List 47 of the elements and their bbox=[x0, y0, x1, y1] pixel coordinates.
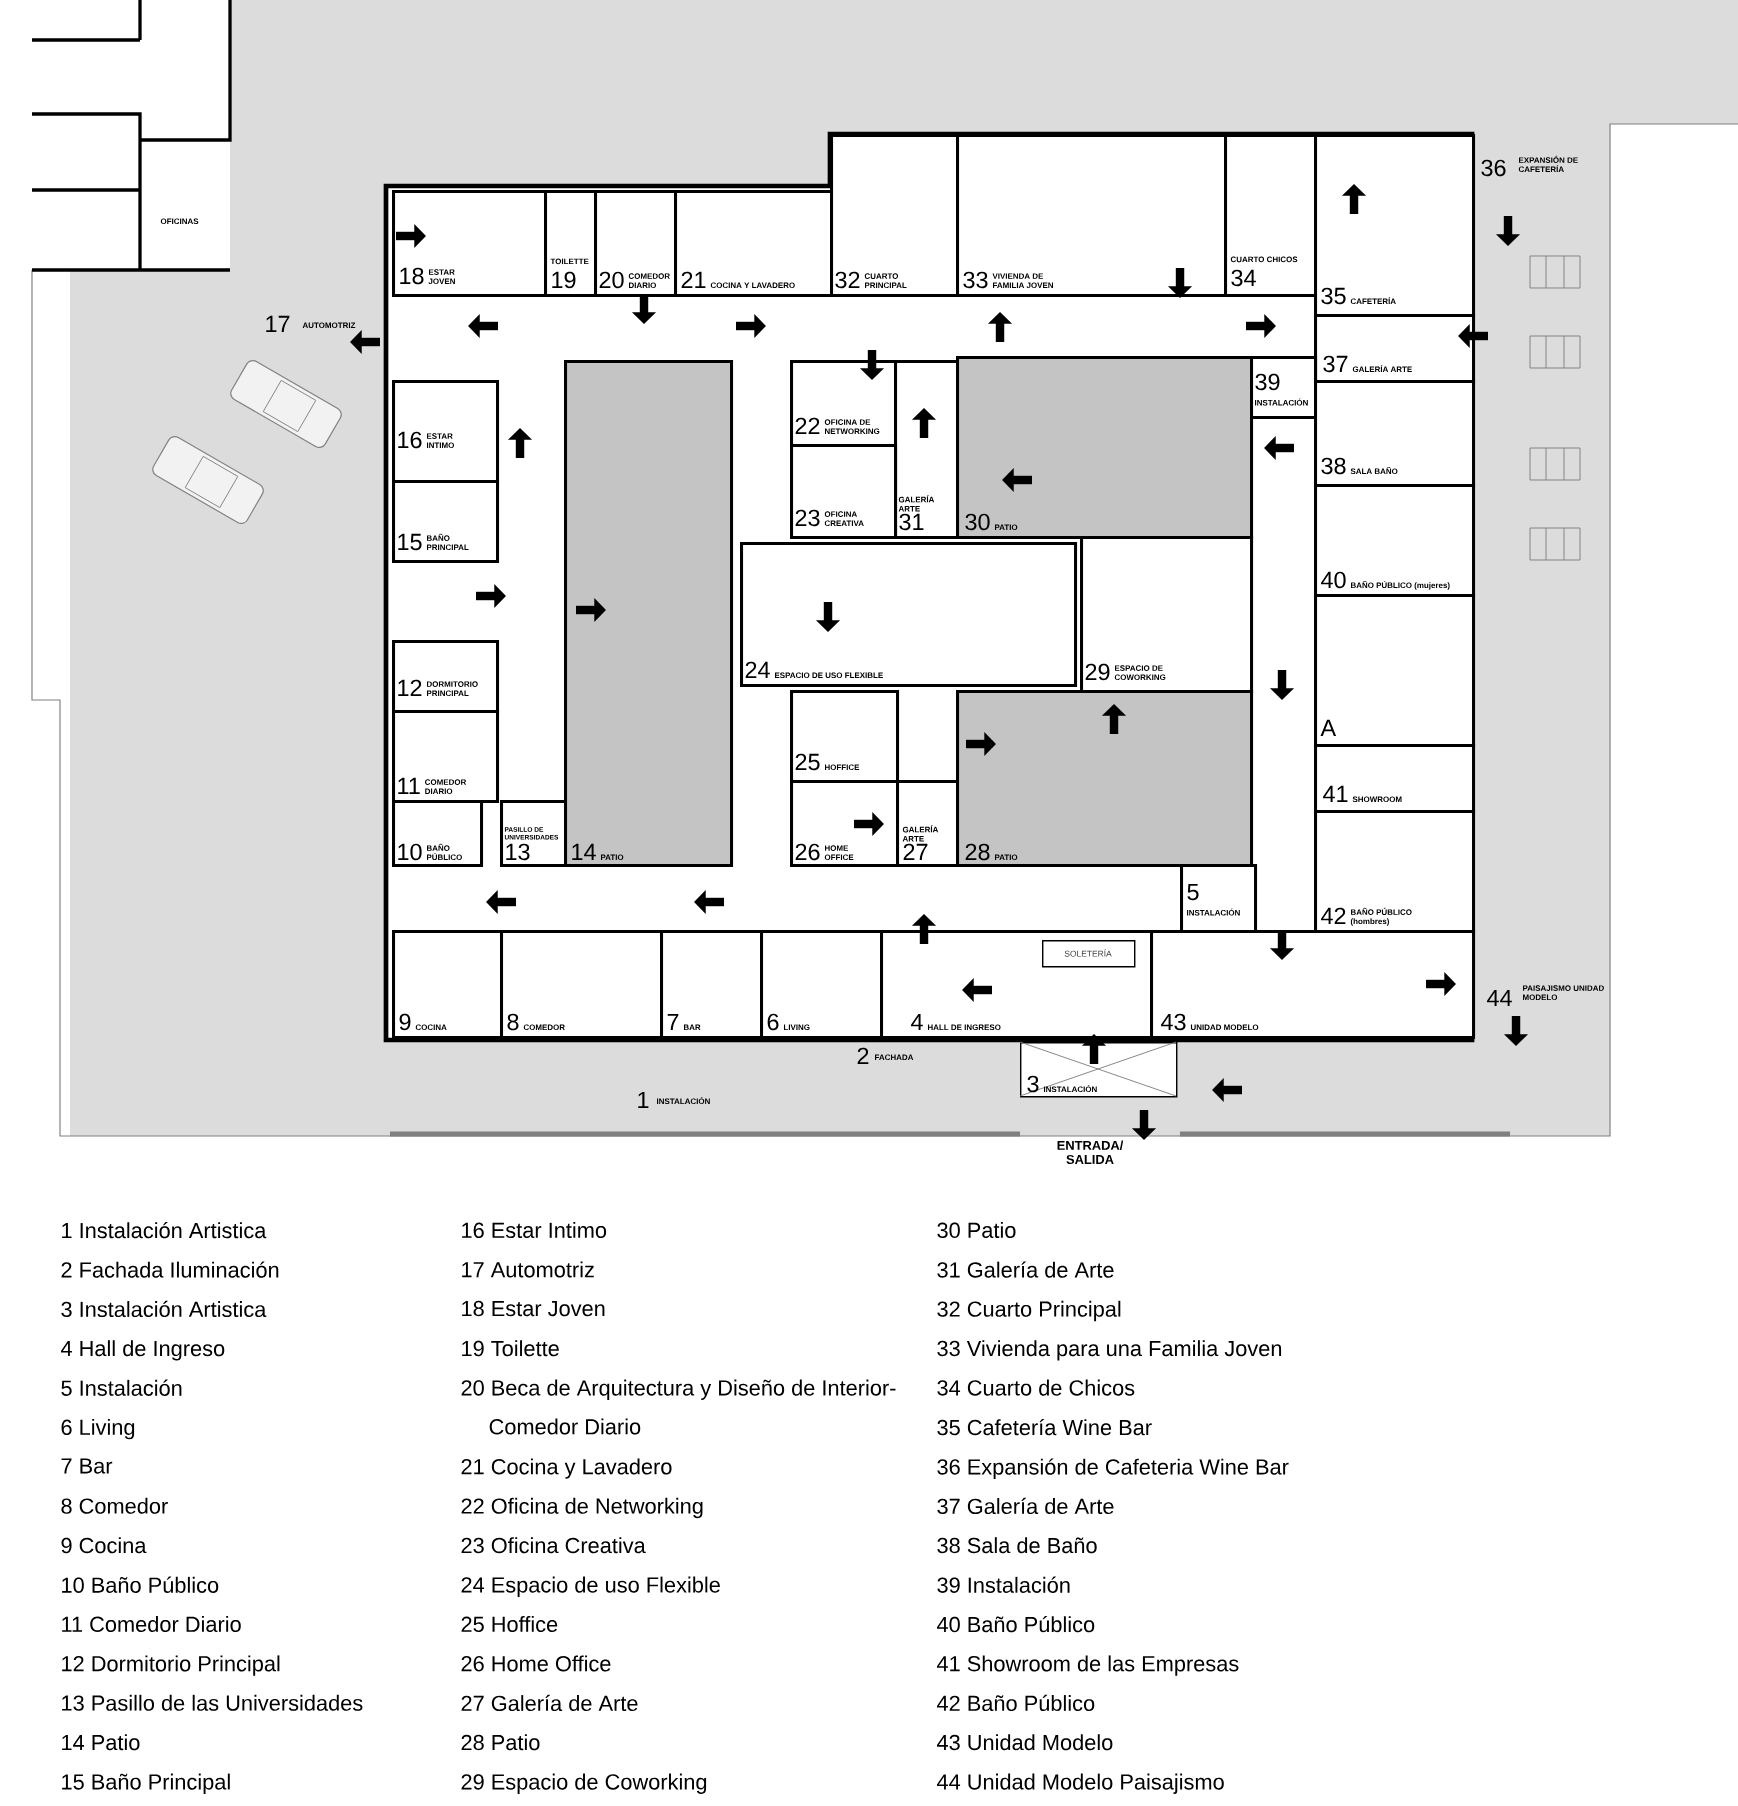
legend-entry: 8 Comedor bbox=[61, 1497, 168, 1514]
legend-entry: 37 Galería de Arte bbox=[937, 1497, 1114, 1515]
legend-entry: 23 Oficina Creativa bbox=[461, 1537, 646, 1554]
area-number: 44 bbox=[1487, 989, 1512, 1006]
legend-entry: 35 Cafetería Wine Bar bbox=[937, 1419, 1152, 1436]
legend-entry: 44 Unidad Modelo Paisajismo bbox=[937, 1773, 1224, 1794]
legend-entry: 22 Oficina de Networking bbox=[461, 1497, 703, 1519]
legend-entry: 15 Baño Principal bbox=[62, 1773, 230, 1794]
legend-entry: 29 Espacio de Coworking bbox=[461, 1773, 707, 1794]
legend-entry: 30 Patio bbox=[937, 1222, 1016, 1238]
legend-entry: 7 Bar bbox=[61, 1458, 113, 1474]
legend-entry: 21 Cocina y Lavadero bbox=[461, 1458, 672, 1479]
legend-entry: 1 Instalación Artistica bbox=[62, 1222, 267, 1239]
legend-entry: 2 Fachada Iluminación bbox=[61, 1261, 279, 1278]
legend-entry: 6 Living bbox=[61, 1419, 135, 1440]
legend-entry: 38 Sala de Baño bbox=[937, 1537, 1097, 1554]
legend-entry: 5 Instalación bbox=[61, 1379, 182, 1396]
legend-entry: 25 Hoffice bbox=[461, 1616, 558, 1633]
legend-entry: 31 Galería de Arte bbox=[937, 1261, 1114, 1278]
legend-entry: 24 Espacio de uso Flexible bbox=[461, 1576, 720, 1597]
legend-entry: 28 Patio bbox=[461, 1734, 540, 1751]
legend-entry: 18 Estar Joven bbox=[462, 1300, 605, 1317]
legend-entry: 17 Automotriz bbox=[462, 1261, 594, 1278]
legend-entry: 3 Instalación Artistica bbox=[61, 1300, 267, 1318]
legend-entry: 43 Unidad Modelo bbox=[937, 1734, 1113, 1751]
area-number: 17 bbox=[266, 315, 290, 332]
legend-entry: 40 Baño Público bbox=[937, 1616, 1095, 1633]
legend-entry: 26 Home Office bbox=[461, 1655, 611, 1672]
legend-entry: 9 Cocina bbox=[61, 1537, 147, 1554]
legend-entry: 32 Cuarto Principal bbox=[937, 1300, 1121, 1322]
legend-entry: 39 Instalación bbox=[937, 1576, 1070, 1593]
legend-entry: 16 Estar Intimo bbox=[462, 1222, 607, 1238]
legend-entry: 36 Expansión de Cafeteria Wine Bar bbox=[937, 1458, 1289, 1479]
legend-entry: 13 Pasillo de las Universidades bbox=[62, 1694, 363, 1711]
legend-entry: 19 Toilette bbox=[462, 1340, 559, 1357]
legend-entry: 12 Dormitorio Principal bbox=[62, 1655, 280, 1676]
legend-entry: 34 Cuarto de Chicos bbox=[937, 1379, 1135, 1396]
area-number: 1 bbox=[638, 1091, 649, 1108]
legend-entry: 33 Vivienda para una Familia Joven bbox=[937, 1340, 1282, 1361]
legend-entry: 10 Baño Público bbox=[62, 1576, 219, 1593]
legend-entry: 14 Patio bbox=[62, 1734, 140, 1751]
legend-entry: 41 Showroom de las Empresas bbox=[937, 1655, 1239, 1676]
legend-entry: 4 Hall de Ingreso bbox=[61, 1340, 225, 1361]
legend-entry: 42 Baño Público bbox=[937, 1694, 1095, 1712]
legend-entry: 27 Galería de Arte bbox=[461, 1694, 638, 1712]
legend-entry: 11 Comedor Diario bbox=[62, 1616, 241, 1633]
legend-entry: 20 Beca de Arquitectura y Diseño de Interior- Comedor Diario bbox=[461, 1379, 896, 1435]
